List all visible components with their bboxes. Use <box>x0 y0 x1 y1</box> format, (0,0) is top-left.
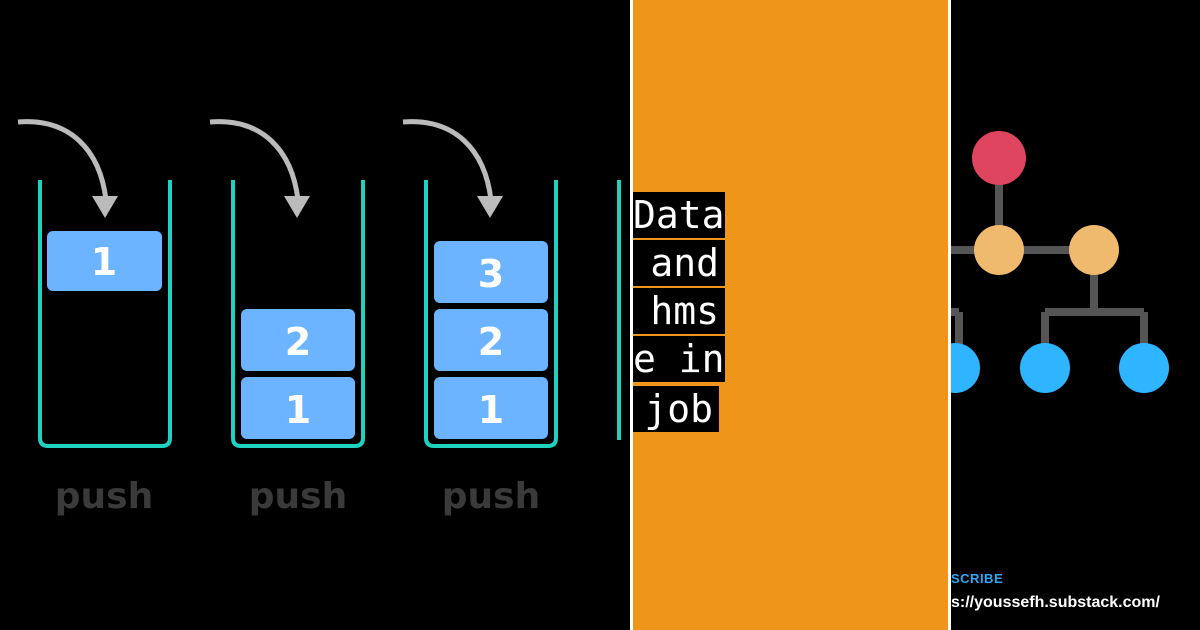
stack-block-value: 1 <box>478 388 504 432</box>
tree-diagram-panel: SCRIBE s://youssefh.substack.com/ <box>951 0 1200 630</box>
tree-leaf-node <box>1119 343 1169 393</box>
title-fragment: and <box>633 240 725 286</box>
title-fragment: hms <box>633 288 725 334</box>
stack-1: 1 push <box>17 119 172 517</box>
push-label: push <box>442 476 540 517</box>
title-fragment: job <box>633 386 719 432</box>
stack-block <box>434 377 548 439</box>
stack-block <box>434 309 548 371</box>
stack-block <box>47 231 162 291</box>
stack-2: 2 1 push <box>209 119 365 517</box>
tree-leaf-node <box>951 343 980 393</box>
push-label: push <box>249 476 347 517</box>
stack-diagram: 1 push 2 1 push 3 2 1 push <box>17 119 621 517</box>
tree-node <box>974 225 1024 275</box>
tree-root-node <box>972 131 1026 185</box>
stack-3: 3 2 1 push <box>402 119 558 517</box>
push-arrow-icon <box>17 119 109 201</box>
stack-block-value: 3 <box>478 252 504 296</box>
stack-block-value: 1 <box>285 388 311 432</box>
push-label: push <box>55 476 153 517</box>
push-arrow-icon <box>402 119 494 201</box>
arrowhead-icon <box>284 196 310 218</box>
title-fragment: Data <box>633 192 725 238</box>
tree-node <box>1069 225 1119 275</box>
arrowhead-icon <box>92 196 118 218</box>
tree-leaf-node <box>1020 343 1070 393</box>
stack-block <box>241 377 355 439</box>
stack-block-value: 1 <box>91 240 117 284</box>
stack-block-value: 2 <box>478 320 504 364</box>
tree-diagram <box>951 131 1169 393</box>
stack-block-value: 2 <box>285 320 311 364</box>
cover-title-panel: Data and hms e in job <box>630 0 951 630</box>
title-fragment: e in <box>633 336 725 382</box>
stack-illustration-panel: 1 push 2 1 push 3 2 1 push <box>17 119 621 517</box>
stack-container <box>231 180 365 448</box>
stack-block <box>241 309 355 371</box>
arrowhead-icon <box>477 196 503 218</box>
stack-container <box>38 180 172 448</box>
subscribe-text: SCRIBE <box>951 571 1004 586</box>
substack-url[interactable]: s://youssefh.substack.com/ <box>951 594 1160 611</box>
stack-block <box>434 241 548 303</box>
push-arrow-icon <box>209 119 301 201</box>
stack-container <box>424 180 558 448</box>
